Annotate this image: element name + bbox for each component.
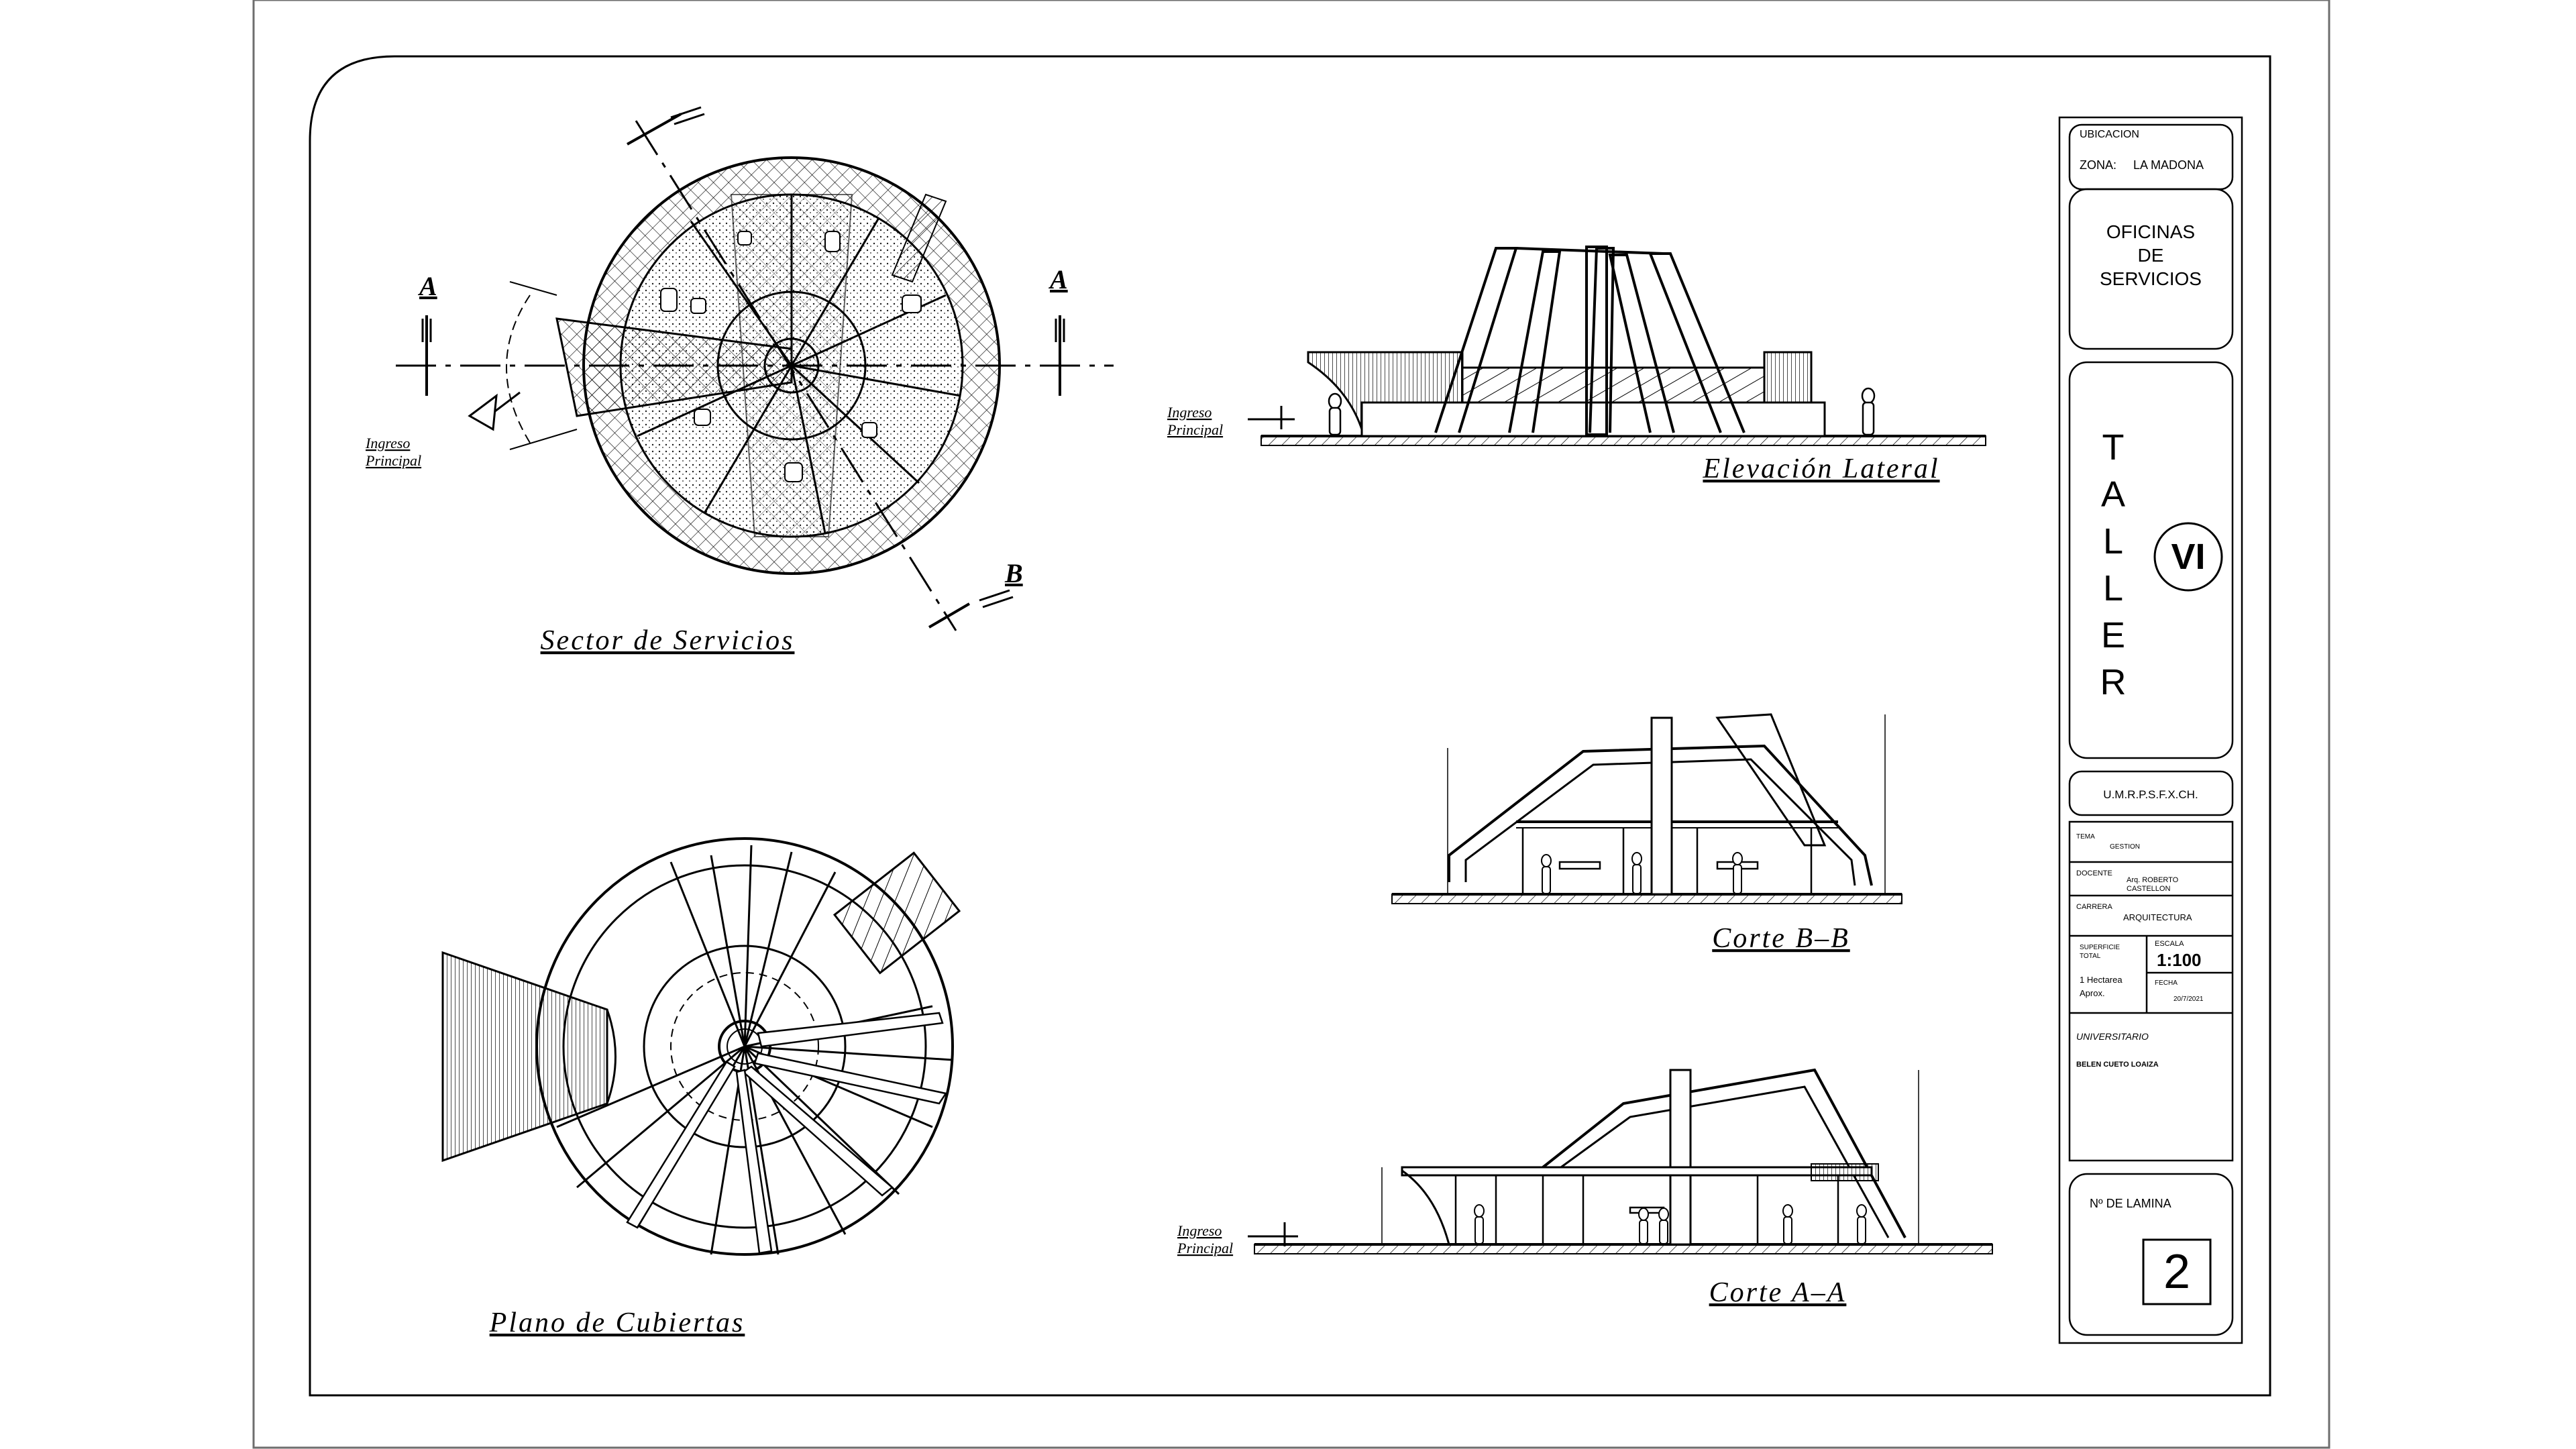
course-letter-1: T xyxy=(2102,427,2125,468)
course-letter-4: L xyxy=(2103,568,2123,608)
term-label: TEMA xyxy=(2076,833,2095,841)
sheet-label: Nº DE LAMINA xyxy=(2090,1197,2171,1210)
elevation-title: Elevación Lateral xyxy=(1702,453,1939,484)
section-bb-drawing xyxy=(1391,713,1902,904)
location-label: UBICACION xyxy=(2080,129,2139,140)
surface-value-1: 1 Hectarea xyxy=(2080,975,2123,985)
project-line2: DE xyxy=(2138,245,2164,266)
roof-plan-title: Plano de Cubiertas xyxy=(489,1307,745,1338)
sector-title: Sector de Servicios xyxy=(541,625,795,656)
project-line1: OFICINAS xyxy=(2106,221,2195,242)
date-label: FECHA xyxy=(2155,979,2178,987)
inner-frame xyxy=(309,55,2271,1397)
cut-a-right-label: A xyxy=(1048,264,1068,294)
surface-label-2: TOTAL xyxy=(2080,953,2101,960)
elevation-drawing xyxy=(1248,246,1986,446)
career-label: CARRERA xyxy=(2076,903,2112,911)
teacher-value-2: CASTELLON xyxy=(2127,885,2170,893)
zone-value: LA MADONA xyxy=(2133,158,2204,172)
course-letter-6: R xyxy=(2100,662,2127,702)
student-label: UNIVERSITARIO xyxy=(2076,1031,2149,1042)
sector-plan xyxy=(396,106,1114,631)
zone-label: ZONA: xyxy=(2080,158,2116,172)
teacher-value-1: Arq. ROBERTO xyxy=(2127,876,2179,884)
elevation-entrance-line1: Ingreso xyxy=(1167,404,1212,421)
roof-plan-drawing xyxy=(441,837,961,1256)
section-aa-title: Corte A–A xyxy=(1709,1277,1847,1308)
section-aa-drawing xyxy=(1248,1068,1993,1254)
section-aa-entrance-line2: Principal xyxy=(1177,1240,1233,1256)
sector-entrance-line2: Principal xyxy=(365,452,421,469)
date-value: 20/7/2021 xyxy=(2174,996,2204,1003)
student-value: BELEN CUETO LOAIZA xyxy=(2076,1061,2159,1069)
course-number: VI xyxy=(2171,537,2205,577)
surface-label-1: SUPERFICIE xyxy=(2080,944,2120,951)
career-value: ARQUITECTURA xyxy=(2123,912,2192,922)
course-letter-3: L xyxy=(2103,521,2123,561)
surface-value-2: Aprox. xyxy=(2080,988,2105,998)
sector-entrance-line1: Ingreso xyxy=(365,435,410,451)
section-bb-title: Corte B–B xyxy=(1712,923,1849,954)
title-block xyxy=(2058,116,2243,1344)
sheet-number: 2 xyxy=(2163,1245,2190,1299)
teacher-label: DOCENTE xyxy=(2076,869,2112,877)
cut-b-label: B xyxy=(1004,558,1023,588)
cut-a-left-label: A xyxy=(417,271,437,301)
scale-label: ESCALA xyxy=(2155,940,2184,948)
scale-value: 1:100 xyxy=(2157,950,2202,970)
outer-frame xyxy=(252,0,2330,1449)
project-line3: SERVICIOS xyxy=(2100,268,2202,289)
term-value: GESTION xyxy=(2110,843,2140,851)
section-aa-entrance-line1: Ingreso xyxy=(1177,1222,1222,1239)
course-letter-5: E xyxy=(2101,615,2125,655)
elevation-entrance-line2: Principal xyxy=(1167,421,1223,438)
university-name: U.M.R.P.S.F.X.CH. xyxy=(2103,788,2198,801)
course-letter-2: A xyxy=(2101,474,2125,515)
